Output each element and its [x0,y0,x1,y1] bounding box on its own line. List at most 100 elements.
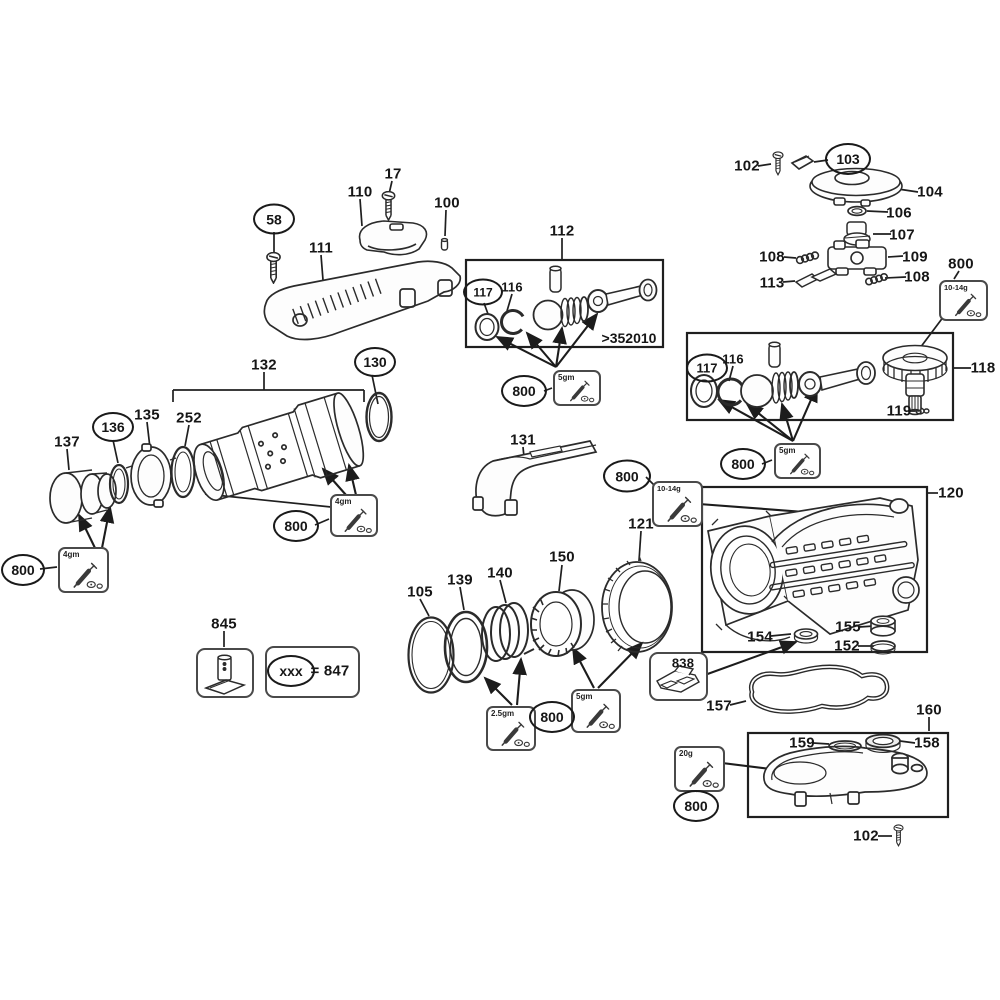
callout-160: 160 [916,701,942,719]
callout-oval-800-box118: 800 [720,448,766,480]
callout-104: 104 [917,183,943,201]
grease-box-2-5gm: 2.5gm [486,706,536,751]
part-132-barrel [193,392,365,502]
callout-800-topright: 800 [948,255,974,273]
part-113-brush [794,268,838,288]
callout-oval-117-box118: 117 [686,353,728,383]
callout-155: 155 [835,618,861,636]
assembly-118-piston-gear [690,341,948,416]
grease-gun-icon [341,508,375,535]
assembly-112-piston [474,265,658,341]
part-160-gear-case [763,745,928,807]
callout-135: 135 [134,406,160,424]
box-112 [464,258,665,349]
callout-120: 120 [938,484,964,502]
part-111-clamshell [263,260,462,341]
callout-131: 131 [510,431,536,449]
grease-gun-icon [786,453,818,477]
part-130-oring [365,391,393,443]
box-120 [700,485,929,654]
grease-gun-icon [498,721,533,749]
grease-box-5gm-bottommid: 5gm [571,689,621,733]
part-150-ratchet [530,589,595,657]
part-100-pin [440,237,449,251]
grease-gun-icon [664,496,700,525]
grease-box-20g: 20g [674,746,725,792]
callout-116-box112: 116 [501,279,523,295]
callout-108-left: 108 [759,248,785,266]
callout-oval-58: 58 [253,203,295,235]
grease-box-10-14g-topright: 10-14g [939,280,988,321]
callout-17: 17 [384,165,402,183]
callout-845: 845 [211,615,237,633]
serial-note: >352010 [601,330,657,346]
callout-110: 110 [347,183,373,201]
part-152-ring [870,640,896,655]
part-102-screw-top [772,151,784,176]
item-845-box [196,648,254,698]
grease-tube-icon [203,654,247,695]
callout-252: 252 [176,409,202,427]
grease-gun-icon [70,562,106,591]
grease-gun-icon [583,703,618,731]
callout-oval-800-mid: 800 [603,459,651,493]
callout-152: 152 [834,637,860,655]
callout-108-right: 108 [904,268,930,286]
part-121-field-ring [601,555,673,653]
callout-100: 100 [434,194,460,212]
callout-107: 107 [889,226,915,244]
grease-box-5gm-box118: 5gm [774,443,821,479]
part-136-ring [108,463,130,505]
part-139-ring [443,610,489,684]
callout-oval-136: 136 [92,412,134,442]
callout-154: 154 [747,628,773,646]
callout-105: 105 [407,583,433,601]
callout-oval-130: 130 [354,347,396,377]
part-109-brush-holder [827,239,887,276]
callout-116-box118: 116 [722,351,744,367]
callout-oval-800-barrel: 800 [273,510,319,542]
part-154-seal [793,628,819,644]
part-252-ring [170,445,196,499]
part-135-retainer [125,443,177,508]
grease-gun-icon [686,761,722,790]
grease-box-5gm-box112: 5gm [553,370,601,406]
box-160 [746,731,950,819]
callout-oval-800-bottomright: 800 [673,790,719,822]
part-157-gasket [748,664,890,714]
callout-119: 119 [886,402,912,420]
callout-oval-103: 103 [825,143,871,175]
callout-113: 113 [759,274,785,292]
part-140-spring [481,602,535,662]
part-103-wedge [790,155,815,170]
callout-159: 159 [789,734,815,752]
callout-121: 121 [628,515,654,533]
callout-109: 109 [902,248,928,266]
bracket-part-icon [656,665,700,693]
grease-box-4gm-barrel: 4gm [330,494,378,537]
part-159-ring [828,740,862,752]
part-58-screw [266,252,281,284]
callout-102-top: 102 [734,157,760,175]
callout-118: 118 [970,359,996,377]
part-108-spring-right [864,272,888,286]
part-108-spring-left [795,251,820,265]
part-131-shroud [472,440,598,517]
callout-111: 111 [309,239,333,257]
callout-oval-800-bottommid: 800 [529,701,575,733]
grease-gun-icon [566,380,598,404]
callout-139: 139 [447,571,473,589]
part-120-motor-housing [707,497,920,642]
callout-140: 140 [487,564,513,582]
callout-137: 137 [54,433,80,451]
part-102-screw-bottom [893,824,904,847]
callout-157: 157 [706,697,732,715]
part-110-cover [358,220,428,256]
callout-102-bottom: 102 [853,827,879,845]
box-118 [685,331,955,422]
callout-112: 112 [549,222,575,240]
callout-150: 150 [549,548,575,566]
callout-oval-800-bottomleft: 800 [1,554,45,586]
legend-xxx-oval: xxx [267,655,315,687]
